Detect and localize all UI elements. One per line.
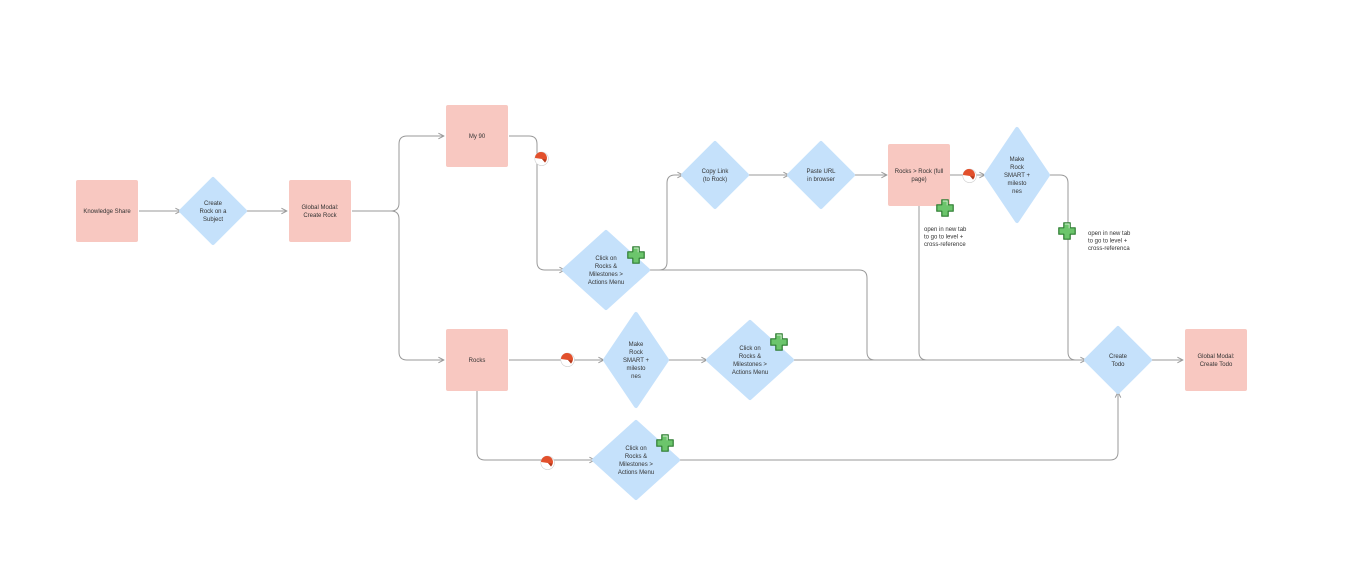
node-knowledge-share-shape	[76, 180, 138, 242]
note-open-new-tab-b: open in new tab to go to level +cross-ref…	[1088, 231, 1131, 252]
node-my-90-shape	[446, 105, 508, 167]
node-global-modal-create-todo-label-line: Create Todo	[1200, 362, 1233, 368]
node-click-rocks-milestones-mid-label-line: Rocks &	[739, 354, 761, 360]
node-copy-link-label-line: (to Rock)	[703, 177, 727, 183]
node-make-rock-smart-mid-label-line: Rock	[629, 350, 644, 356]
node-make-rock-smart-mid-label-line: Make	[629, 342, 644, 348]
note-open-new-tab-a-line: cross-reference	[924, 242, 966, 248]
red-sticker-icon[interactable]	[534, 151, 549, 166]
note-open-new-tab-a-line: to go to level +	[924, 235, 964, 241]
connector-rocks-to-click-bot	[476, 391, 595, 460]
node-click-rocks-milestones-bot-label-line: Actions Menu	[618, 470, 654, 476]
note-open-new-tab-b-line: open in new tab	[1088, 231, 1131, 237]
node-copy-link-shape	[681, 141, 749, 209]
node-paste-url-shape	[787, 141, 855, 209]
node-create-todo-shape	[1084, 326, 1152, 394]
red-sticker-icon[interactable]	[560, 352, 575, 367]
node-copy-link[interactable]: Copy Link (to Rock)	[681, 141, 749, 209]
node-make-rock-smart-mid-shape	[603, 312, 669, 408]
node-global-modal-create-todo-label-line: Global Modal:	[1197, 354, 1234, 360]
connector-make-smart-top-to-create-todo	[1048, 174, 1086, 361]
node-click-rocks-milestones-bot-shape	[592, 420, 680, 500]
node-click-rocks-milestones-mid-label-line: Milestones >	[733, 362, 767, 368]
node-rock-full-page-shape	[888, 144, 950, 206]
node-create-rock-shape	[179, 177, 247, 245]
connector-click-top-to-copy-link	[648, 175, 683, 271]
green-plus-icon[interactable]	[1058, 222, 1076, 240]
note-open-new-tab-a: open in new tab to go to level +cross-ref…	[924, 227, 967, 248]
node-click-rocks-milestones-bot-label-line: Milestones >	[619, 462, 653, 468]
connector-my90-to-click-top	[509, 135, 565, 270]
node-make-rock-smart-mid-label-line: SMART +	[623, 358, 649, 364]
node-click-rocks-milestones-top-label-line: Click on	[595, 256, 616, 262]
node-make-rock-smart-top-label-line: milesto	[1007, 181, 1027, 187]
node-paste-url-label-line: Paste URL	[806, 169, 836, 175]
node-global-modal-create-todo[interactable]: Global Modal: Create Todo	[1185, 329, 1247, 391]
node-paste-url[interactable]: Paste URL in browser	[787, 141, 855, 209]
node-rock-full-page[interactable]: Rocks > Rock (full page)	[888, 144, 950, 206]
note-open-new-tab-a-line: open in new tab	[924, 227, 967, 233]
green-plus-icon[interactable]	[656, 434, 674, 452]
node-make-rock-smart-top-shape	[984, 127, 1050, 223]
note-open-new-tab-b-line: cross-referenca	[1088, 246, 1130, 252]
node-knowledge-share-label-line: Knowledge Share	[83, 209, 131, 215]
green-plus-icon[interactable]	[936, 199, 954, 217]
note-open-new-tab-b-line: to go to level +	[1088, 239, 1128, 245]
node-click-rocks-milestones-top-label-line: Actions Menu	[588, 280, 624, 286]
node-global-modal-create-rock-shape	[289, 180, 351, 242]
node-make-rock-smart-top-label-line: Make	[1010, 157, 1025, 163]
node-my-90[interactable]: My 90	[446, 105, 508, 167]
node-make-rock-smart-top-label-line: Rock	[1010, 165, 1025, 171]
node-create-todo-label-line: Todo	[1111, 362, 1125, 368]
node-my-90-label-line: My 90	[469, 134, 486, 140]
node-paste-url-label-line: in browser	[807, 177, 835, 183]
connector-global-modal-to-my90	[352, 136, 444, 212]
node-create-rock-label-line: Rock on a	[199, 209, 227, 215]
node-click-rocks-milestones-top[interactable]: Click on Rocks & Milestones > Actions Menu	[562, 230, 650, 310]
red-sticker-icon[interactable]	[962, 168, 977, 183]
node-make-rock-smart-top-label-line: nes	[1012, 189, 1022, 195]
green-plus-icon[interactable]	[627, 246, 645, 264]
node-click-rocks-milestones-top-shape	[562, 230, 650, 310]
node-click-rocks-milestones-bot-label-line: Click on	[625, 446, 646, 452]
node-click-rocks-milestones-bot-label-line: Rocks &	[625, 454, 647, 460]
node-create-rock-label-line: Create	[204, 201, 223, 207]
node-rock-full-page-label-line: Rocks > Rock (full	[895, 169, 944, 175]
node-global-modal-create-rock[interactable]: Global Modal: Create Rock	[289, 180, 351, 242]
node-create-rock-label-line: Subject	[203, 217, 223, 223]
node-click-rocks-milestones-mid-label-line: Click on	[739, 346, 760, 352]
node-copy-link-label-line: Copy Link	[702, 169, 730, 175]
connector-click-bot-to-create-todo	[677, 392, 1118, 461]
node-rocks-shape	[446, 329, 508, 391]
node-rocks[interactable]: Rocks	[446, 329, 508, 391]
node-knowledge-share[interactable]: Knowledge Share	[76, 180, 138, 242]
connectors-layer	[139, 136, 1183, 460]
connector-click-top-to-create-todo	[648, 269, 1086, 360]
node-make-rock-smart-mid-label-line: milesto	[626, 366, 646, 372]
node-global-modal-create-rock-label-line: Create Rock	[303, 213, 337, 219]
node-click-rocks-milestones-top-label-line: Milestones >	[589, 272, 623, 278]
node-global-modal-create-todo-shape	[1185, 329, 1247, 391]
icons-layer	[534, 151, 1076, 470]
connector-global-modal-to-rocks	[390, 210, 444, 360]
node-make-rock-smart-top-label-line: SMART +	[1004, 173, 1030, 179]
node-rock-full-page-label-line: page)	[911, 177, 926, 183]
node-rocks-label-line: Rocks	[469, 358, 486, 364]
node-click-rocks-milestones-top-label-line: Rocks &	[595, 264, 617, 270]
node-click-rocks-milestones-bot[interactable]: Click on Rocks & Milestones > Actions Menu	[592, 420, 680, 500]
node-create-todo-label-line: Create	[1109, 354, 1128, 360]
green-plus-icon[interactable]	[770, 333, 788, 351]
node-make-rock-smart-mid-label-line: nes	[631, 374, 641, 380]
node-click-rocks-milestones-mid-label-line: Actions Menu	[732, 370, 768, 376]
red-sticker-icon[interactable]	[540, 455, 555, 470]
node-global-modal-create-rock-label-line: Global Modal:	[301, 205, 338, 211]
